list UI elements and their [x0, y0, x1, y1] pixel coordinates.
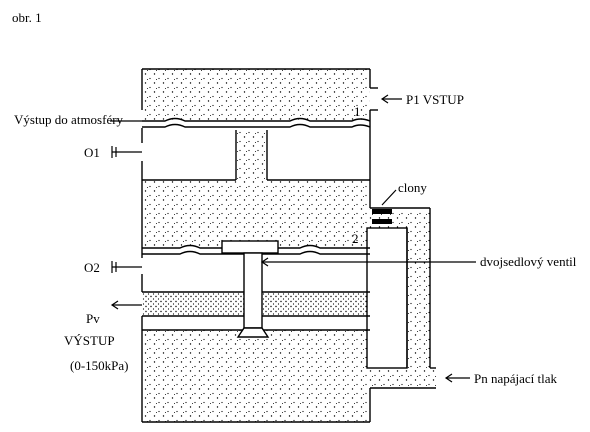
- exhaust-channel: [236, 130, 267, 180]
- supply-bottom-fill: [370, 368, 436, 388]
- chamber-p1-input: [142, 69, 370, 120]
- label-orifices: clony: [398, 180, 427, 195]
- label-p1-input: P1 VSTUP: [406, 92, 464, 107]
- label-double-seat-valve: dvojsedlový ventil: [480, 254, 577, 269]
- label-output-range: (0-150kPa): [70, 358, 129, 373]
- arrows: [110, 94, 476, 383]
- label-o2: O2: [84, 260, 100, 275]
- o2-port: [111, 261, 142, 273]
- label-pv: Pv: [86, 311, 100, 326]
- label-membrane-1: 1: [354, 104, 361, 119]
- o1-port: [111, 146, 142, 158]
- orifice-upper: [372, 209, 392, 214]
- label-membrane-2: 2: [352, 231, 359, 246]
- double-seat-valve: [221, 240, 279, 338]
- pilot-column: [367, 228, 407, 368]
- chamber-middle: [142, 180, 370, 248]
- label-output: VÝSTUP: [64, 333, 115, 348]
- label-exhaust: Výstup do atmosféry: [14, 112, 124, 127]
- figure-label: obr. 1: [12, 10, 42, 25]
- label-supply-pressure: Pn napájací tlak: [474, 371, 558, 386]
- chamber-supply: [142, 330, 370, 422]
- orifice-lower: [372, 219, 392, 224]
- label-o1: O1: [84, 145, 100, 160]
